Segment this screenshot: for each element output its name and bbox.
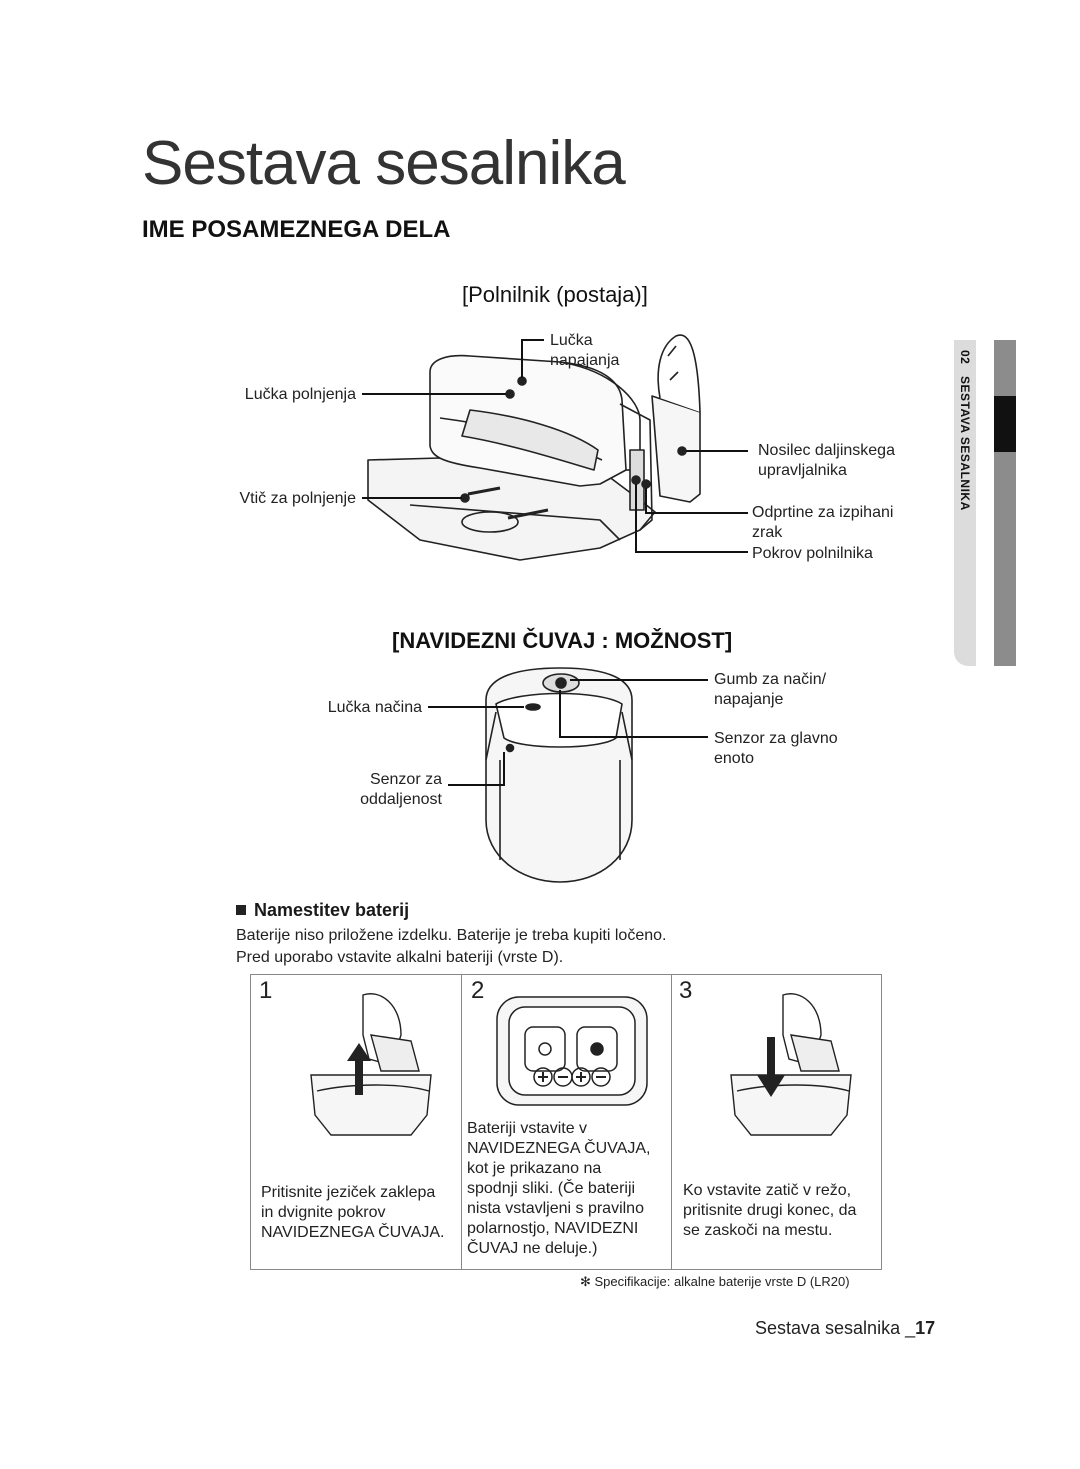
- label-cover: Pokrov polnilnika: [752, 545, 873, 562]
- step3-text: Ko vstavite zatič v režo,pritisnite drug…: [683, 1182, 857, 1239]
- page-footer: Sestava sesalnika _17: [755, 1318, 936, 1338]
- guard-heading: [NAVIDEZNI ČUVAJ : MOŽNOST]: [392, 628, 733, 653]
- chapter-tab: 02 SESTAVA SESALNIKA: [954, 340, 1016, 666]
- step2-illustration: [496, 996, 648, 1106]
- battery-spec-footnote: ✻ Specifikacije: alkalne baterije vrste …: [580, 1274, 850, 1289]
- label-mode-button: Gumb za način/napajanje: [714, 671, 827, 708]
- page-number: 17: [915, 1318, 936, 1338]
- chapter-number: 02: [958, 350, 972, 365]
- step-number: 3: [679, 977, 693, 1004]
- section-heading: IME POSAMEZNEGA DELA: [142, 216, 451, 243]
- chapter-label: SESTAVA SESALNIKA: [958, 376, 972, 511]
- label-mode-lamp: Lučka načina: [327, 699, 422, 716]
- battery-note-2: Pred uporabo vstavite alkalni bateriji (…: [236, 949, 564, 966]
- tab-active-marker: [994, 396, 1016, 452]
- step3-illustration: [730, 993, 852, 1136]
- tab-light-strip: [954, 340, 976, 666]
- divider: [671, 975, 672, 1269]
- label-charging-plug: Vtič za polnjenje: [239, 490, 356, 507]
- divider: [461, 975, 462, 1269]
- charger-illustration: [362, 334, 748, 561]
- battery-note-1: Baterije niso priložene izdelku. Baterij…: [236, 927, 667, 944]
- step-number: 1: [259, 977, 273, 1004]
- step-number: 2: [471, 977, 485, 1004]
- charger-heading: [Polnilnik (postaja)]: [462, 282, 648, 307]
- step1-illustration: [310, 993, 432, 1136]
- bullet-square-icon: [236, 905, 246, 915]
- page-title: Sestava sesalnika: [142, 129, 626, 198]
- guard-illustration: [428, 667, 708, 883]
- label-charging-lamp: Lučka polnjenja: [244, 386, 356, 403]
- battery-heading: Namestitev baterij: [236, 900, 409, 921]
